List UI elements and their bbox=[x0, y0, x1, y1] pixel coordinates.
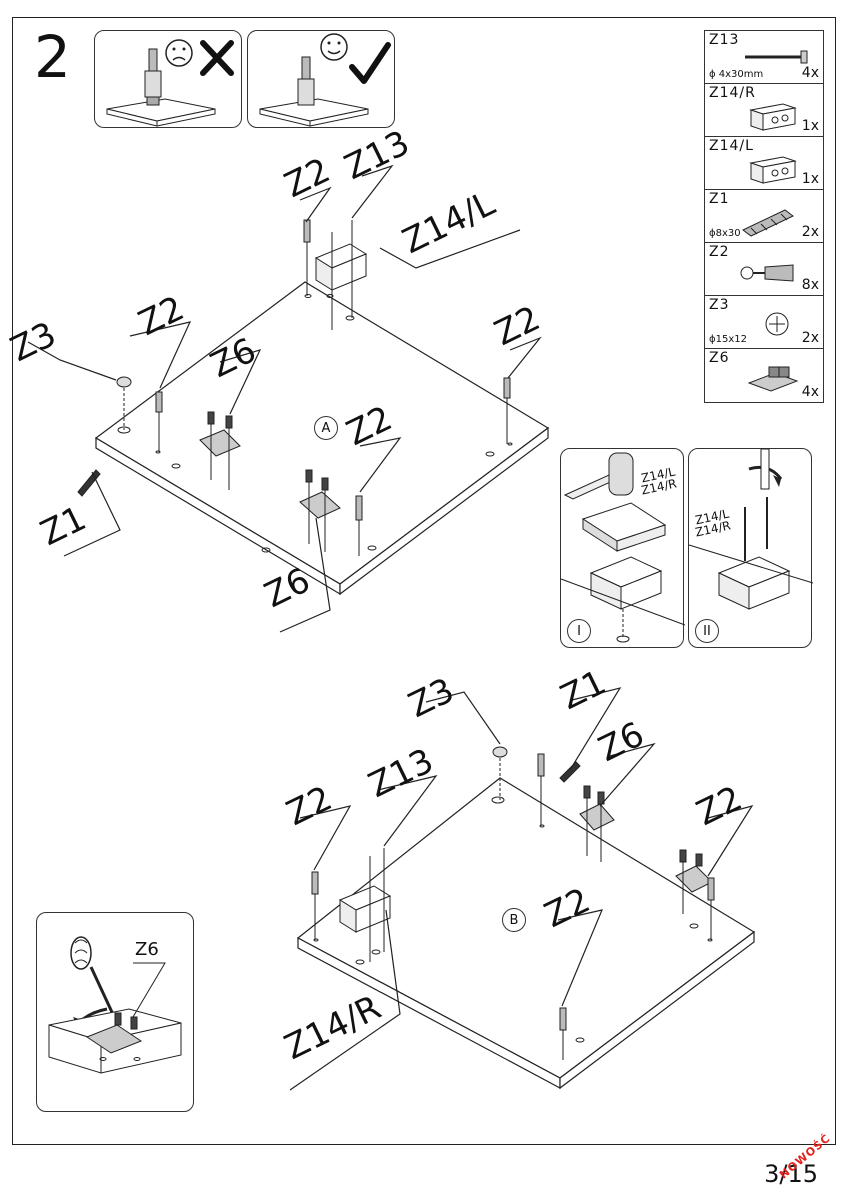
cam-lock-icon bbox=[765, 312, 789, 336]
part-code: Z6 bbox=[709, 350, 730, 366]
part-code: Z13 bbox=[709, 32, 740, 48]
part-qty: 1x bbox=[801, 118, 819, 134]
part-row: Z6 4x bbox=[705, 349, 823, 402]
parts-table: Z13 ϕ 4x30mm 4x Z14/R 1x Z14/L 1x Z1 bbox=[704, 30, 824, 403]
part-row: Z1 ϕ8x30 2x bbox=[705, 190, 823, 243]
hinge-label: Z6 bbox=[135, 939, 159, 960]
part-spec: ϕ 4x30mm bbox=[709, 69, 764, 80]
hinge-detail-illustration bbox=[48, 936, 182, 1074]
screwdriver-illustration bbox=[688, 448, 814, 610]
part-qty: 2x bbox=[801, 224, 819, 240]
correct-example-illustration bbox=[259, 33, 391, 127]
hammer-illustration bbox=[560, 452, 686, 643]
step-number: 2 bbox=[34, 23, 71, 91]
hinge-detail-box: Z6 bbox=[36, 912, 194, 1112]
part-code: Z3 bbox=[709, 297, 730, 313]
panel-label: A bbox=[314, 416, 338, 440]
part-row: Z13 ϕ 4x30mm 4x bbox=[705, 31, 823, 84]
page-number: 3/15 bbox=[764, 1160, 818, 1188]
page-frame bbox=[12, 17, 836, 1145]
wrong-example-box bbox=[94, 30, 242, 128]
screwdriver-detail-box: Z14/L Z14/R II bbox=[688, 448, 814, 648]
part-qty: 2x bbox=[801, 330, 819, 346]
panel-label: B bbox=[502, 908, 526, 932]
part-row: Z2 8x bbox=[705, 243, 823, 296]
part-qty: 4x bbox=[801, 65, 819, 81]
dowel-icon bbox=[742, 209, 794, 237]
part-qty: 4x bbox=[801, 384, 819, 400]
part-row: Z14/R 1x bbox=[705, 84, 823, 137]
part-spec: ϕ8x30 bbox=[709, 228, 741, 239]
screw-icon bbox=[745, 50, 808, 64]
part-row: Z14/L 1x bbox=[705, 137, 823, 190]
step-label-i: I bbox=[567, 619, 591, 643]
lock-box-icon bbox=[749, 103, 797, 131]
part-qty: 1x bbox=[801, 171, 819, 187]
part-row: Z3 ϕ15x12 2x bbox=[705, 296, 823, 349]
part-code: Z2 bbox=[709, 244, 730, 260]
part-code: Z1 bbox=[709, 191, 730, 207]
lock-box-icon bbox=[749, 156, 797, 184]
hinge-plate-icon bbox=[747, 366, 799, 392]
correct-example-box bbox=[247, 30, 395, 128]
part-code: Z14/L bbox=[709, 138, 754, 154]
cam-bolt-icon bbox=[740, 264, 794, 282]
part-qty: 8x bbox=[801, 277, 819, 293]
wrong-example-illustration bbox=[106, 39, 234, 127]
hammer-detail-box: Z14/L Z14/R I bbox=[560, 448, 686, 648]
part-spec: ϕ15x12 bbox=[709, 334, 747, 345]
step-label-ii: II bbox=[695, 619, 719, 643]
part-code: Z14/R bbox=[709, 85, 756, 101]
